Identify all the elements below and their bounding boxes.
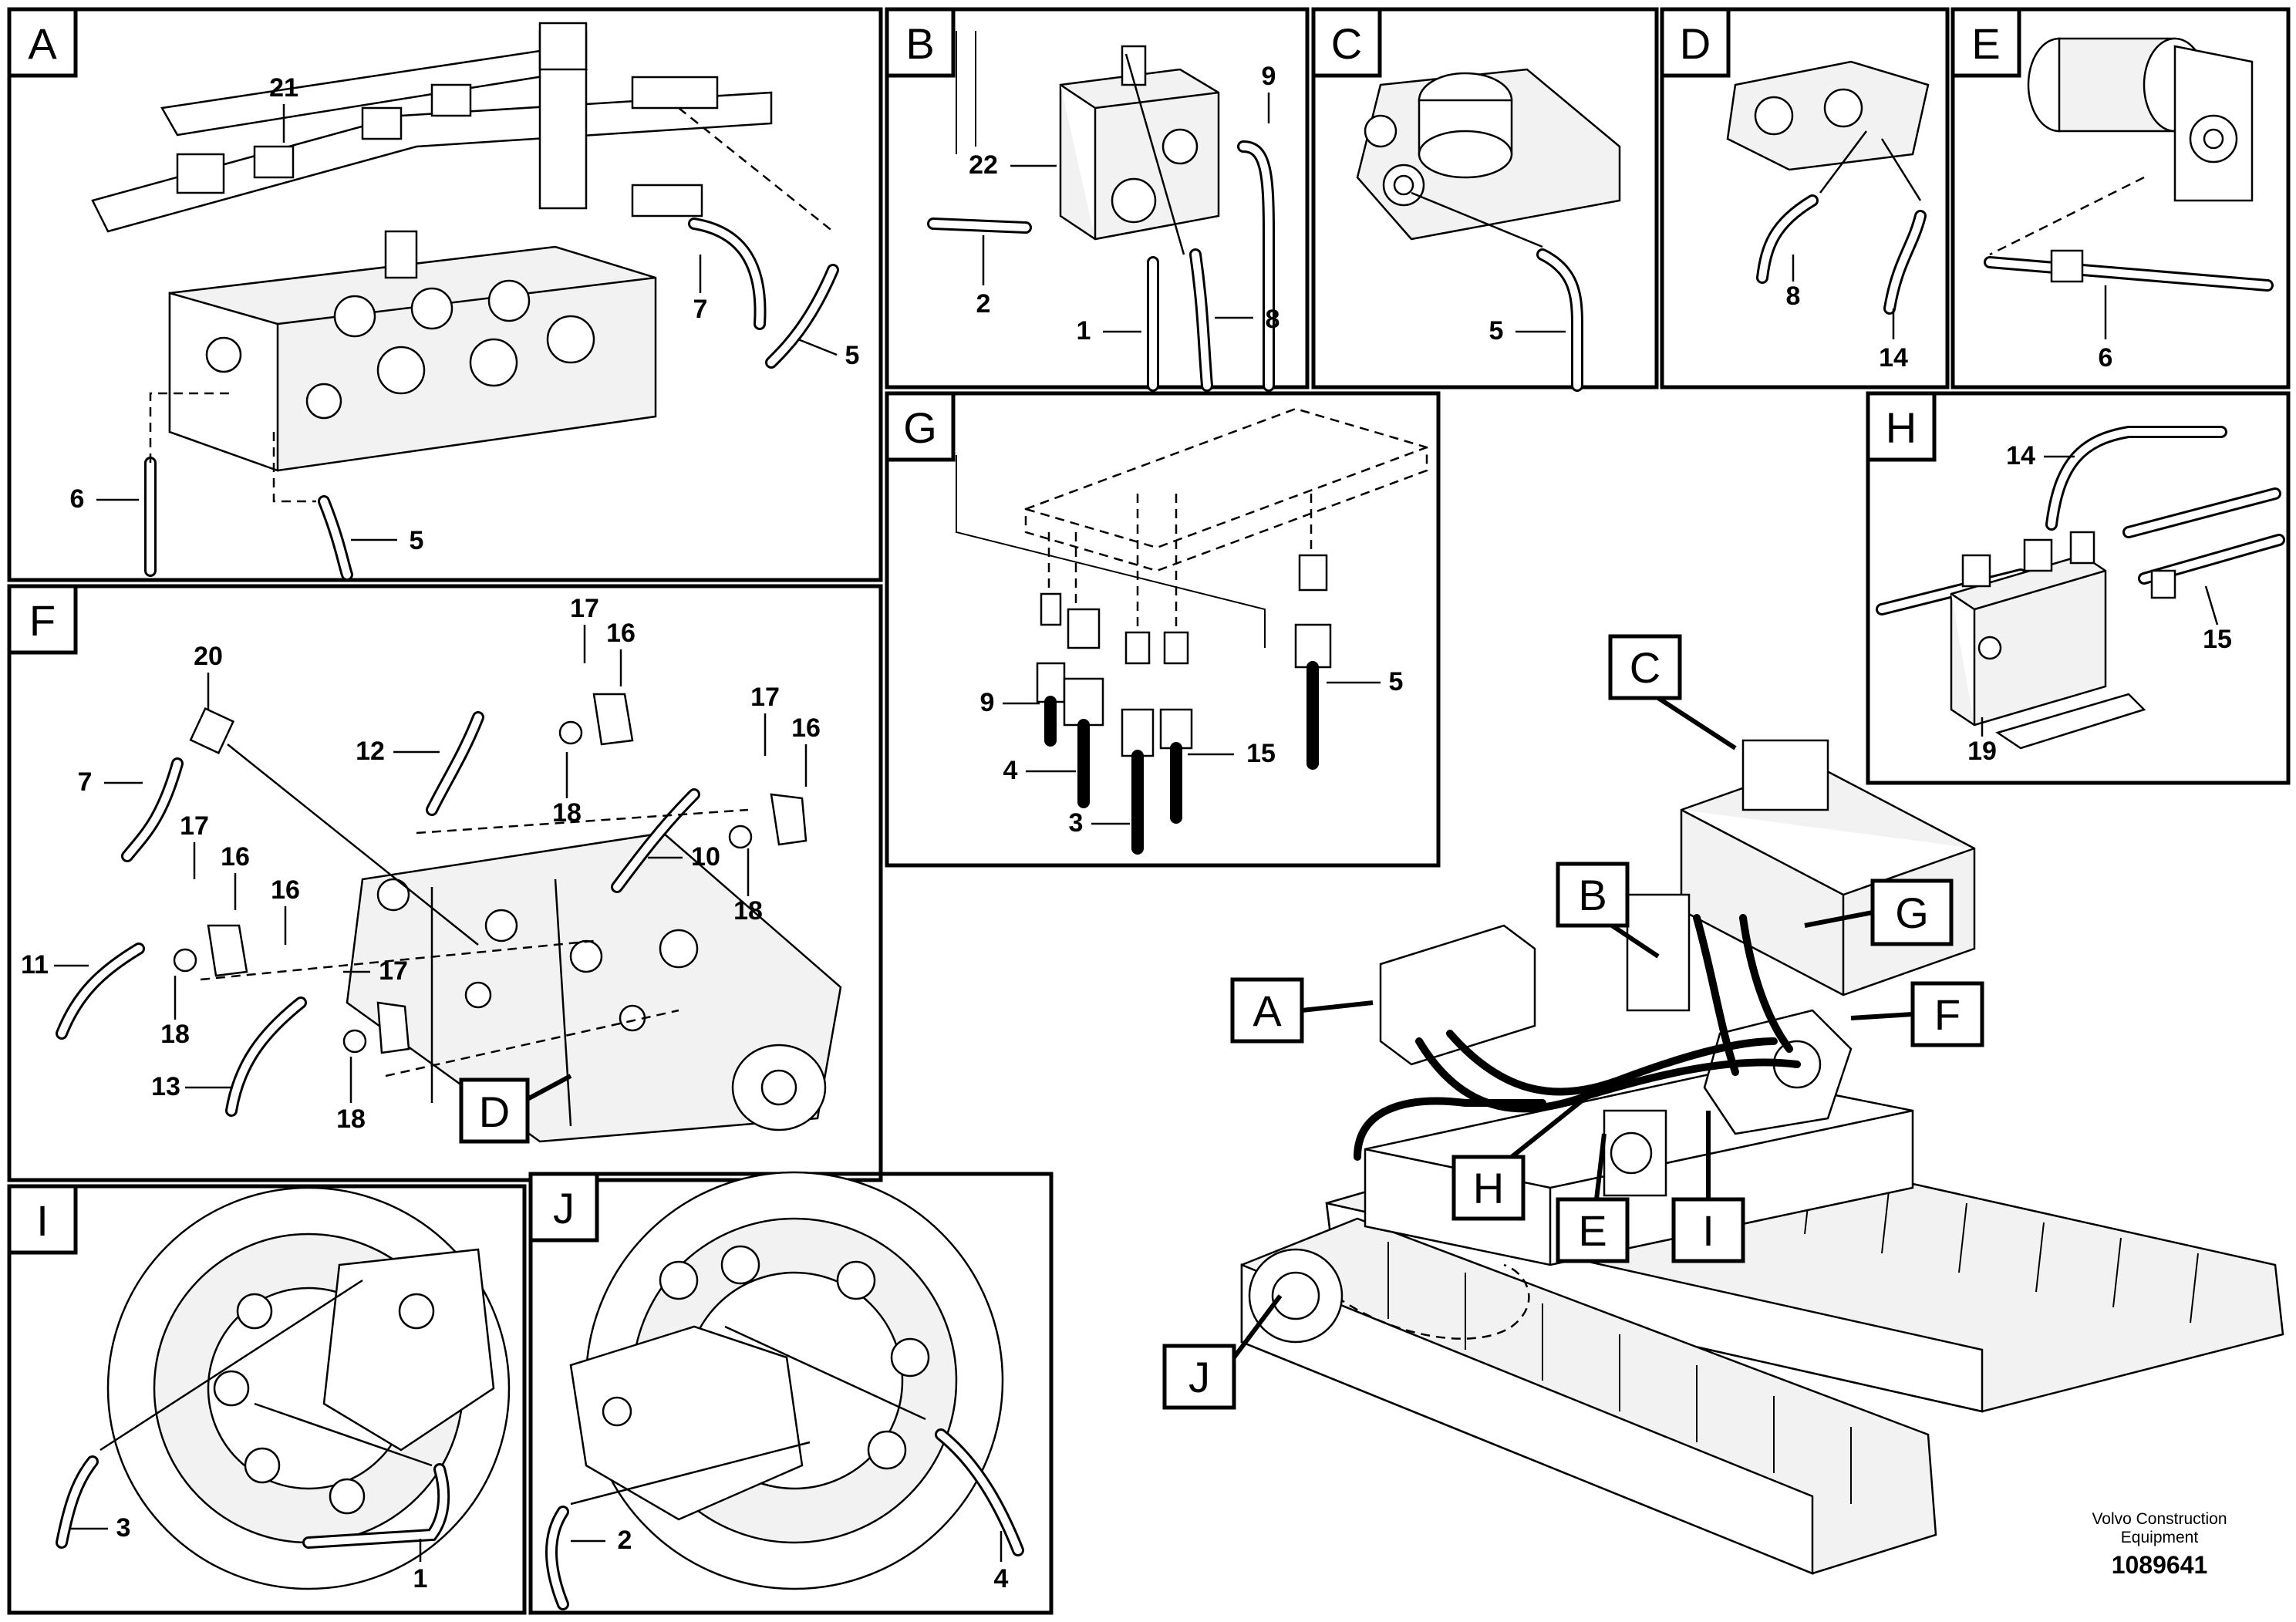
callout-17c: 17 [180, 811, 209, 841]
callout-3: 3 [116, 1513, 131, 1543]
callout-18: 18 [552, 798, 582, 828]
panel-e-letter: E [1971, 19, 2000, 68]
overview-tag-e [1556, 1197, 1630, 1263]
brand-line-1: Volvo Construction [2092, 1510, 2227, 1528]
panel-f-letter: F [29, 596, 56, 645]
panel-h-letter: H [1886, 403, 1917, 452]
overview-letter-f: F [1934, 990, 1961, 1039]
panel-d-tag [1660, 7, 1731, 78]
callout-4: 4 [1003, 756, 1018, 785]
panel-d-letter: D [1680, 19, 1711, 68]
callout-15: 15 [2203, 625, 2232, 654]
panel-e-tag [1950, 7, 2021, 78]
callout-12: 12 [356, 737, 385, 766]
callout-9: 9 [980, 688, 995, 717]
callout-20: 20 [194, 642, 223, 671]
callout-17: 17 [570, 594, 599, 623]
panel-a: A 21 [7, 7, 883, 582]
callout-3: 3 [1069, 808, 1084, 838]
brand-line-2: Equipment [2121, 1529, 2199, 1546]
callout-16c: 16 [221, 842, 250, 872]
panel-a-tag [7, 7, 78, 78]
callout-16d: 16 [271, 875, 300, 905]
panel-b: B 9 22 2 1 8 [885, 7, 1310, 392]
panel-i: I 3 1 [7, 1184, 527, 1615]
panel-a-letter: A [28, 19, 57, 68]
callout-15: 15 [1246, 739, 1276, 768]
footer: Volvo Construction Equipment 1089641 [2092, 1510, 2227, 1579]
callout-11: 11 [21, 950, 49, 980]
view-d-tag [459, 1077, 530, 1144]
callout-18d: 18 [336, 1104, 366, 1134]
callout-16: 16 [606, 619, 636, 648]
overview-letter-e: E [1578, 1206, 1607, 1255]
callout-8: 8 [1786, 282, 1801, 311]
panel-f-tag [7, 584, 78, 655]
panel-f: F D [7, 584, 883, 1182]
panel-h: H 14 15 19 [1866, 391, 2291, 785]
overview-tag-c [1608, 634, 1682, 700]
overview-tag-h [1451, 1155, 1526, 1221]
callout-1: 1 [413, 1564, 428, 1593]
callout-1: 1 [1077, 316, 1091, 346]
overview-letter-i: I [1702, 1206, 1714, 1255]
callout-5: 5 [1389, 667, 1404, 696]
callout-7: 7 [693, 295, 708, 324]
callout-10: 10 [691, 842, 720, 872]
panel-i-tag [7, 1184, 78, 1255]
panel-c-tag [1311, 7, 1382, 78]
overview-letter-b: B [1578, 871, 1607, 919]
drawing-number: 1089641 [2112, 1551, 2208, 1579]
callout-8: 8 [1266, 305, 1280, 334]
callout-7: 7 [78, 767, 93, 797]
callout-5b: 5 [410, 526, 424, 555]
callout-5: 5 [845, 341, 860, 370]
panel-e: E 6 [1950, 7, 2291, 389]
overview-letter-c: C [1630, 643, 1660, 692]
callout-2: 2 [618, 1526, 632, 1555]
callout-9: 9 [1262, 62, 1276, 91]
callout-18b: 18 [733, 896, 763, 926]
callout-16b: 16 [791, 713, 821, 743]
panel-j-letter: J [553, 1184, 575, 1233]
callout-5: 5 [1489, 316, 1504, 346]
callout-2: 2 [976, 289, 991, 319]
overview-tag-j [1162, 1344, 1236, 1410]
callout-6: 6 [70, 484, 85, 514]
callout-13: 13 [151, 1072, 180, 1101]
panel-b-tag [885, 7, 956, 78]
overview-tag-f [1910, 981, 1984, 1047]
overview-letter-h: H [1473, 1164, 1504, 1212]
overview-letter-j: J [1188, 1353, 1210, 1401]
callout-6: 6 [2099, 343, 2113, 373]
callout-21: 21 [269, 73, 298, 103]
callout-22: 22 [969, 150, 998, 180]
panel-b-letter: B [905, 19, 934, 68]
callout-18c: 18 [160, 1020, 190, 1049]
overview-machine: C B G A F H E I J [1162, 634, 2284, 1575]
overview-letter-a: A [1253, 986, 1282, 1035]
overview-tag-b [1556, 862, 1630, 928]
overview-letter-g: G [1895, 889, 1929, 937]
panel-d: D 8 14 [1660, 7, 1950, 389]
callout-14: 14 [2006, 441, 2035, 470]
panel-g: G 9 5 4 15 3 [885, 391, 1441, 868]
panel-c-letter: C [1331, 19, 1362, 68]
panel-i-letter: I [36, 1196, 49, 1245]
view-d-letter: D [479, 1088, 510, 1136]
panel-g-tag [885, 391, 956, 462]
panel-j: J 2 4 [528, 1171, 1054, 1615]
callout-17d: 17 [379, 956, 408, 986]
panel-h-tag [1866, 391, 1937, 462]
callout-19: 19 [1967, 737, 1997, 766]
callout-4: 4 [994, 1564, 1009, 1593]
panel-j-tag [528, 1172, 599, 1243]
panel-g-letter: G [903, 403, 937, 452]
panel-c: C 5 [1311, 7, 1659, 392]
callout-14: 14 [1879, 343, 1908, 373]
overview-tag-i [1671, 1197, 1745, 1263]
callout-17b: 17 [750, 683, 780, 712]
